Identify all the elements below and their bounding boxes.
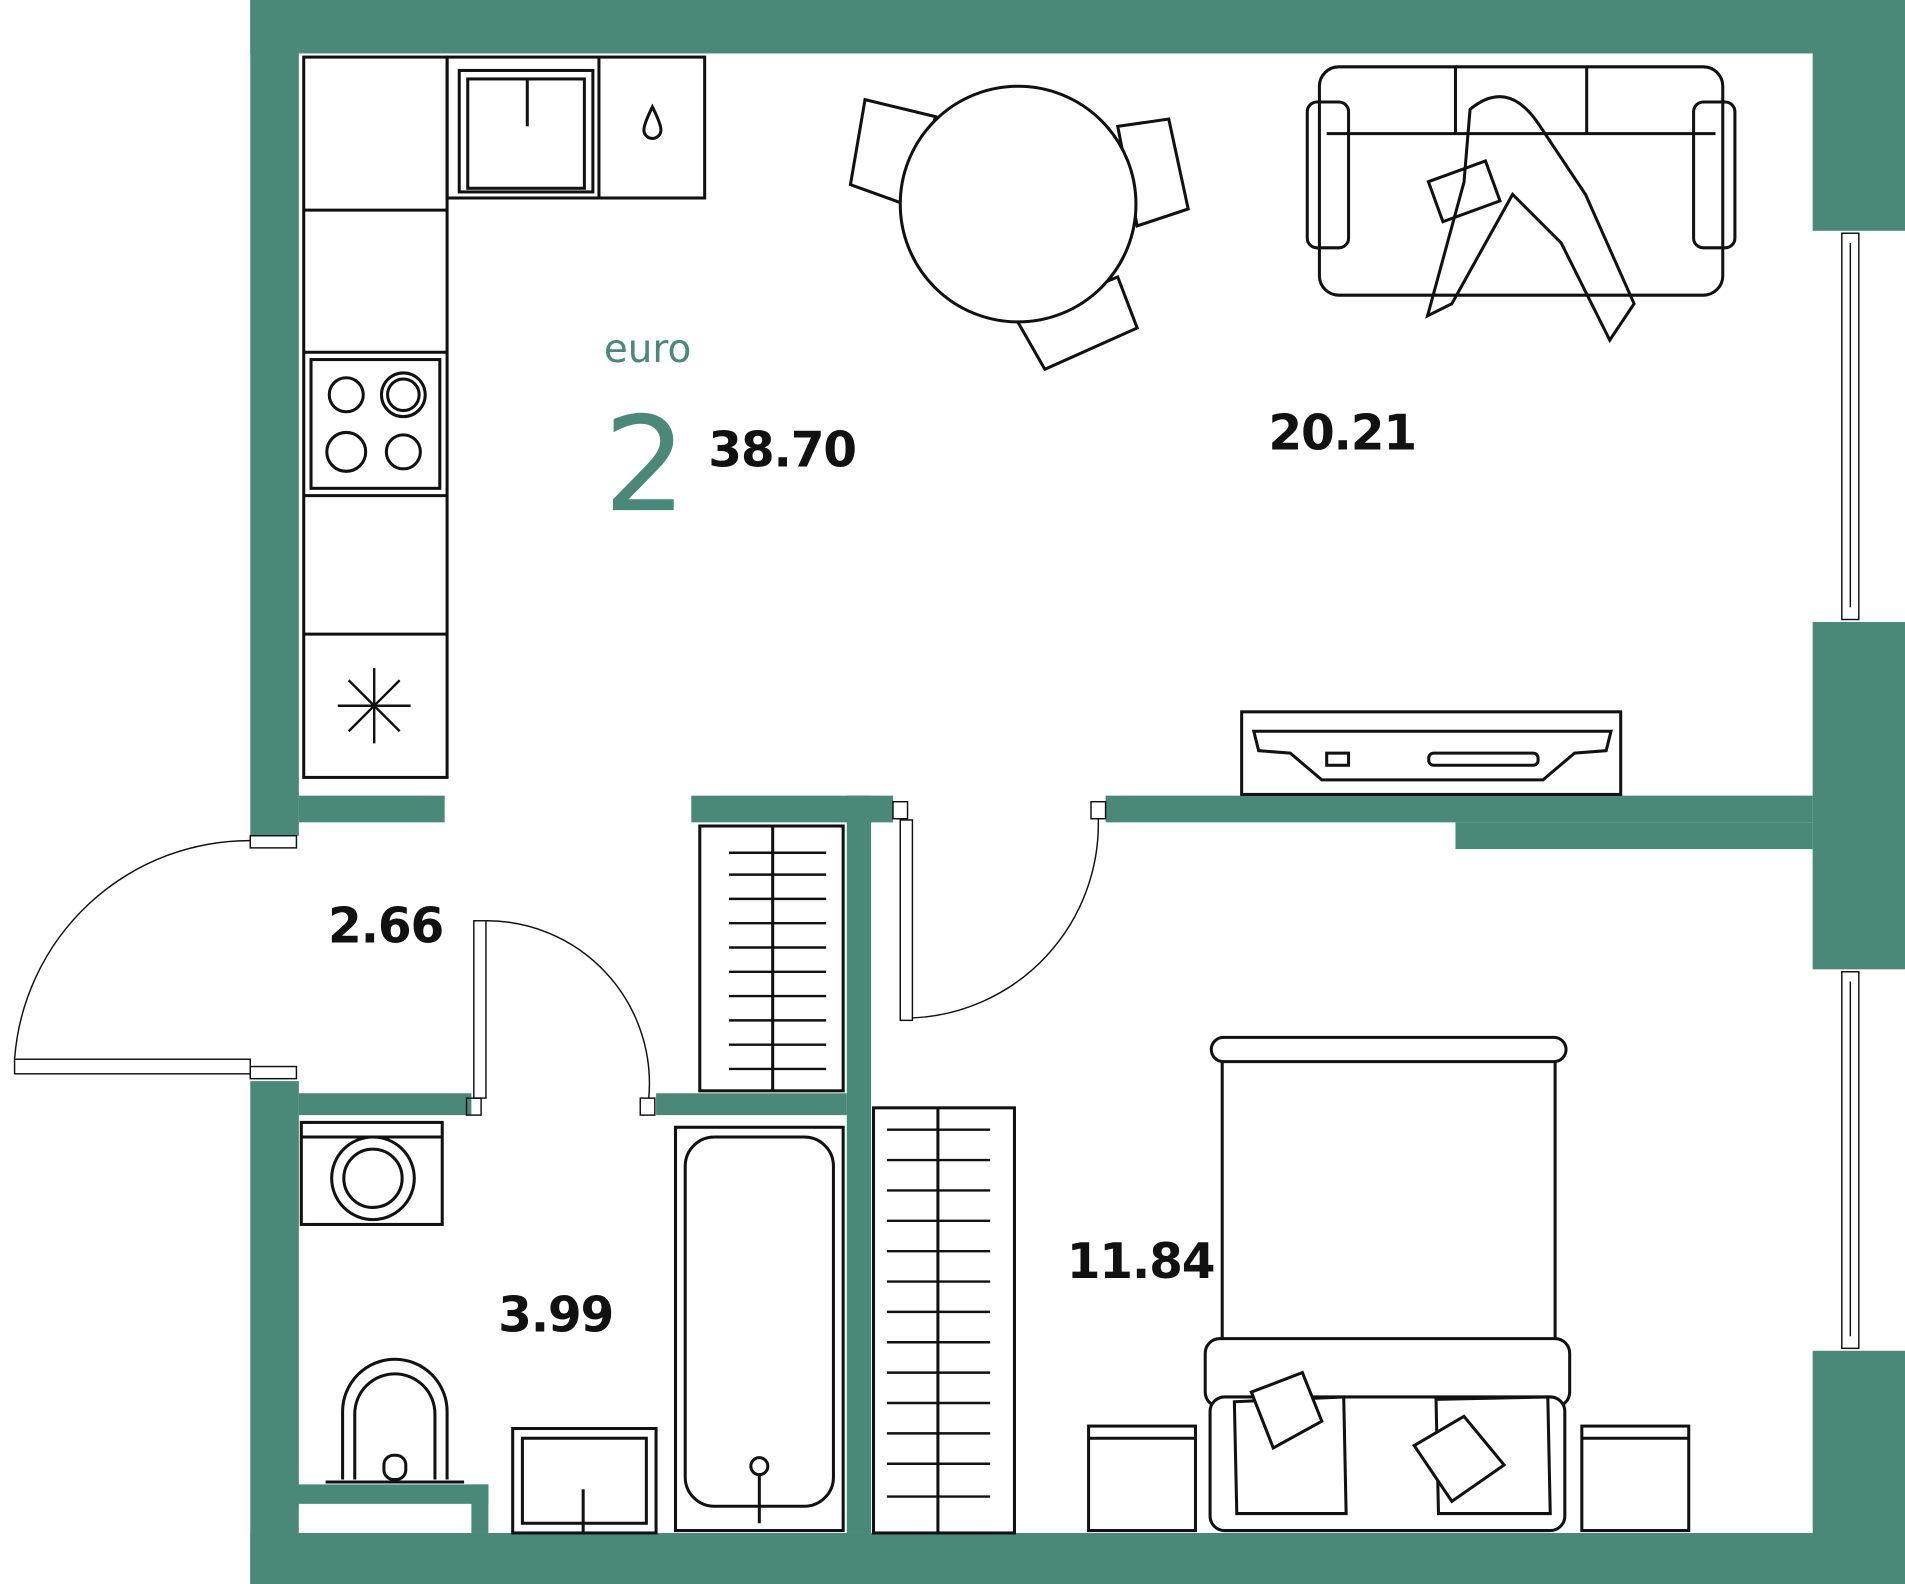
bathroom-door[interactable] [465, 920, 656, 1116]
wardrobe [698, 824, 845, 1093]
walls [250, 0, 1905, 1584]
room-area-living: 20.21 [1268, 405, 1416, 461]
room-area-hallway: 2.66 [328, 899, 443, 955]
bedroom-door[interactable] [892, 800, 1107, 1022]
snowflake-icon [337, 668, 411, 744]
nightstand [1580, 1424, 1691, 1533]
window [1841, 971, 1860, 1350]
sofa [1305, 65, 1737, 344]
bed [1203, 1035, 1572, 1533]
apartment-type-label: euro [604, 327, 691, 372]
dining-table [848, 84, 1190, 372]
total-area: 38.70 [708, 422, 856, 478]
window [1841, 232, 1860, 621]
toilet [325, 1357, 465, 1484]
nightstand [1087, 1424, 1198, 1533]
water-drop-icon [642, 103, 663, 140]
room-area-bathroom: 3.99 [498, 1287, 613, 1343]
room-area-bedroom: 11.84 [1067, 1234, 1215, 1290]
kitchen-unit [302, 55, 707, 779]
tv-stand [1240, 710, 1623, 796]
wardrobe [872, 1106, 1016, 1535]
bathtub [673, 1125, 845, 1533]
washing-machine [299, 1120, 444, 1226]
bathroom-sink [511, 1426, 658, 1535]
rooms-count: 2 [603, 388, 686, 541]
entrance-door[interactable] [13, 835, 298, 1080]
